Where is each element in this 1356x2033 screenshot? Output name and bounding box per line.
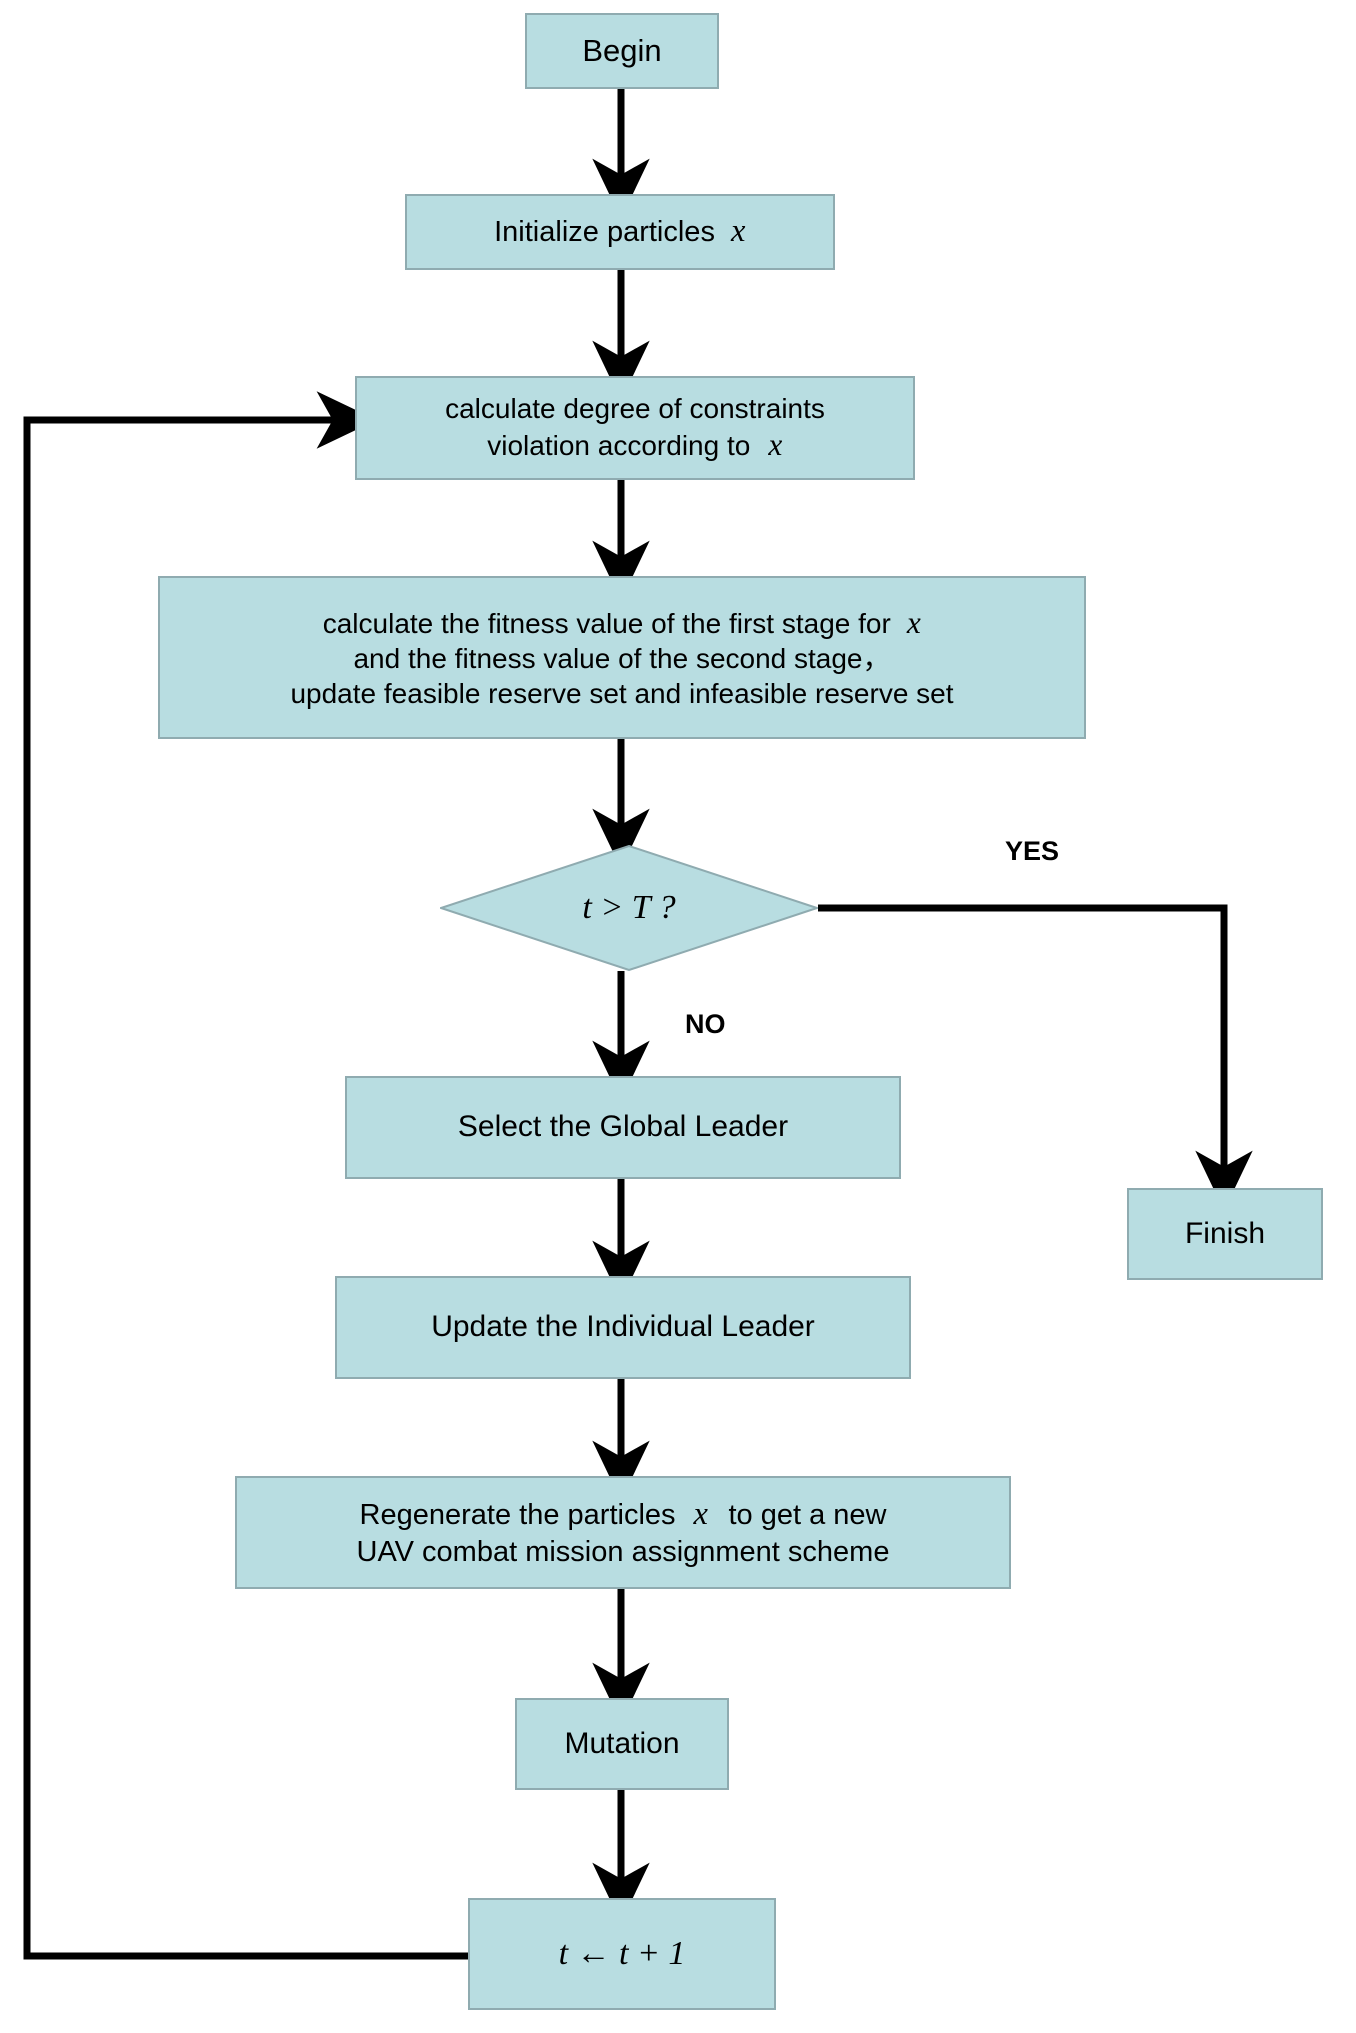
node-select-global-leader[interactable]: Select the Global Leader	[345, 1076, 901, 1179]
node-begin[interactable]: Begin	[525, 13, 719, 89]
node-calculate-constraints-violation-line1: calculate degree of constraints	[445, 392, 825, 424]
diamond-shape-icon	[440, 845, 818, 971]
edge-label-no-text: NO	[685, 1009, 726, 1039]
node-initialize-particles-text: Initialize particles	[494, 216, 715, 249]
edge-label-yes-text: YES	[1005, 836, 1060, 866]
node-update-individual-leader-label: Update the Individual Leader	[431, 1310, 815, 1344]
node-calculate-constraints-violation-variable: x	[768, 426, 783, 462]
node-regenerate-particles-line2: UAV combat mission assignment scheme	[356, 1535, 890, 1568]
node-mutation[interactable]: Mutation	[515, 1698, 729, 1790]
node-calculate-constraints-violation[interactable]: calculate degree of constraints violatio…	[355, 376, 915, 480]
node-finish-label: Finish	[1184, 1216, 1266, 1250]
node-regenerate-particles-line1-post: to get a new	[728, 1499, 887, 1531]
node-increment-iteration-label: t ← t + 1	[558, 1935, 686, 1973]
node-begin-label: Begin	[582, 33, 662, 69]
node-regenerate-particles[interactable]: Regenerate the particles x to get a new UA…	[235, 1476, 1011, 1589]
node-decision-label: t > T ?	[582, 889, 676, 926]
node-regenerate-particles-label: Regenerate the particles x to get a new UA…	[237, 1495, 1009, 1570]
node-calculate-fitness-value-line2: and the fitness value of the second stag…	[353, 643, 891, 675]
edge-label-no: NO	[685, 1009, 726, 1040]
node-calculate-fitness-value-line1: calculate the fitness value of the first…	[322, 608, 891, 640]
node-calculate-constraints-violation-line2: violation according to	[487, 429, 751, 461]
node-calculate-fitness-value-line3: update feasible reserve set and infeasib…	[290, 677, 954, 709]
node-calculate-fitness-value[interactable]: calculate the fitness value of the first…	[158, 576, 1086, 739]
node-regenerate-particles-line1: Regenerate the particles	[359, 1499, 676, 1531]
node-initialize-particles[interactable]: Initialize particles x	[405, 194, 835, 270]
node-finish[interactable]: Finish	[1127, 1188, 1323, 1280]
node-initialize-particles-variable: x	[730, 213, 746, 250]
node-decision-t-greater-than-T[interactable]: t > T ?	[440, 845, 818, 971]
edge-label-yes: YES	[1005, 836, 1059, 867]
node-calculate-fitness-value-variable: x	[906, 605, 922, 641]
node-increment-iteration[interactable]: t ← t + 1	[468, 1898, 776, 2010]
node-select-global-leader-label: Select the Global Leader	[457, 1110, 789, 1144]
node-regenerate-particles-variable: x	[693, 1496, 709, 1532]
node-update-individual-leader[interactable]: Update the Individual Leader	[335, 1276, 911, 1379]
node-initialize-particles-label: Initialize particles x	[407, 212, 833, 252]
node-calculate-fitness-value-label: calculate the fitness value of the first…	[160, 604, 1084, 711]
node-mutation-label: Mutation	[564, 1726, 680, 1760]
node-calculate-constraints-violation-label: calculate degree of constraints violatio…	[357, 392, 913, 464]
